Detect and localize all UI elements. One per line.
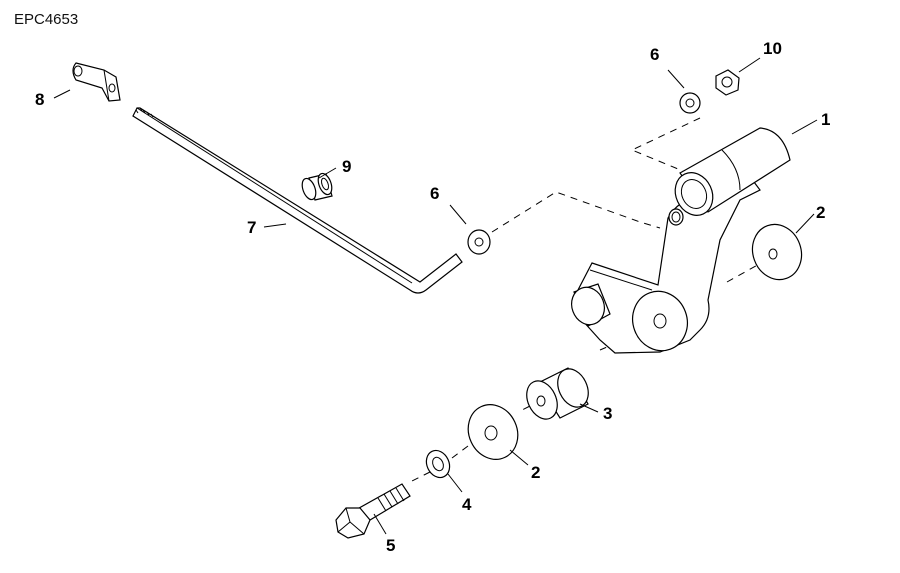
callout-8: 8 bbox=[35, 90, 44, 109]
leader-6b bbox=[449, 204, 467, 225]
dash-line-lockwasher bbox=[409, 471, 431, 483]
callout-numbers: 1 2 2 3 4 5 6 6 7 8 9 10 bbox=[35, 39, 830, 555]
leader-8 bbox=[53, 89, 71, 99]
leader-7 bbox=[263, 223, 287, 228]
part-2-washer-right bbox=[751, 223, 803, 281]
part-1-lever-arm bbox=[571, 127, 791, 354]
callout-10: 10 bbox=[763, 39, 782, 58]
leader-4 bbox=[447, 473, 463, 493]
part-10-hex-nut bbox=[715, 69, 740, 96]
leader-1 bbox=[791, 119, 818, 135]
callout-2-right: 2 bbox=[816, 203, 825, 222]
leader-5 bbox=[373, 513, 387, 535]
part-4-lock-washer bbox=[425, 449, 451, 479]
callout-6-left: 6 bbox=[430, 184, 439, 203]
callout-5: 5 bbox=[386, 536, 395, 555]
dash-line-washer-lower bbox=[451, 445, 469, 459]
leader-6a bbox=[667, 69, 685, 89]
part-8-clevis bbox=[72, 62, 121, 102]
dash-line-middle bbox=[491, 191, 661, 233]
callout-6-top: 6 bbox=[650, 45, 659, 64]
callout-9: 9 bbox=[342, 157, 351, 176]
leader-10 bbox=[738, 57, 761, 73]
part-7-rod bbox=[132, 107, 463, 294]
part-3-spacer bbox=[526, 367, 589, 420]
leader-9 bbox=[318, 167, 337, 179]
diagram-reference-code: EPC4653 bbox=[14, 11, 79, 28]
dash-line-top bbox=[630, 117, 701, 177]
part-2-washer-lower bbox=[467, 404, 519, 460]
part-6-washer-top bbox=[679, 92, 701, 114]
callout-2-lower: 2 bbox=[531, 463, 540, 482]
leader-2a bbox=[795, 213, 815, 234]
leader-2b bbox=[509, 449, 529, 466]
callout-1: 1 bbox=[821, 110, 830, 129]
leader-lines bbox=[53, 57, 818, 535]
dash-line-washer-right bbox=[726, 261, 764, 283]
callout-3: 3 bbox=[603, 404, 612, 423]
callout-4: 4 bbox=[462, 495, 472, 514]
part-6-washer-left bbox=[467, 229, 491, 255]
leader-3 bbox=[579, 403, 599, 413]
callout-7: 7 bbox=[247, 218, 256, 237]
part-5-hex-bolt bbox=[335, 483, 411, 539]
part-9-bushing bbox=[301, 172, 333, 201]
